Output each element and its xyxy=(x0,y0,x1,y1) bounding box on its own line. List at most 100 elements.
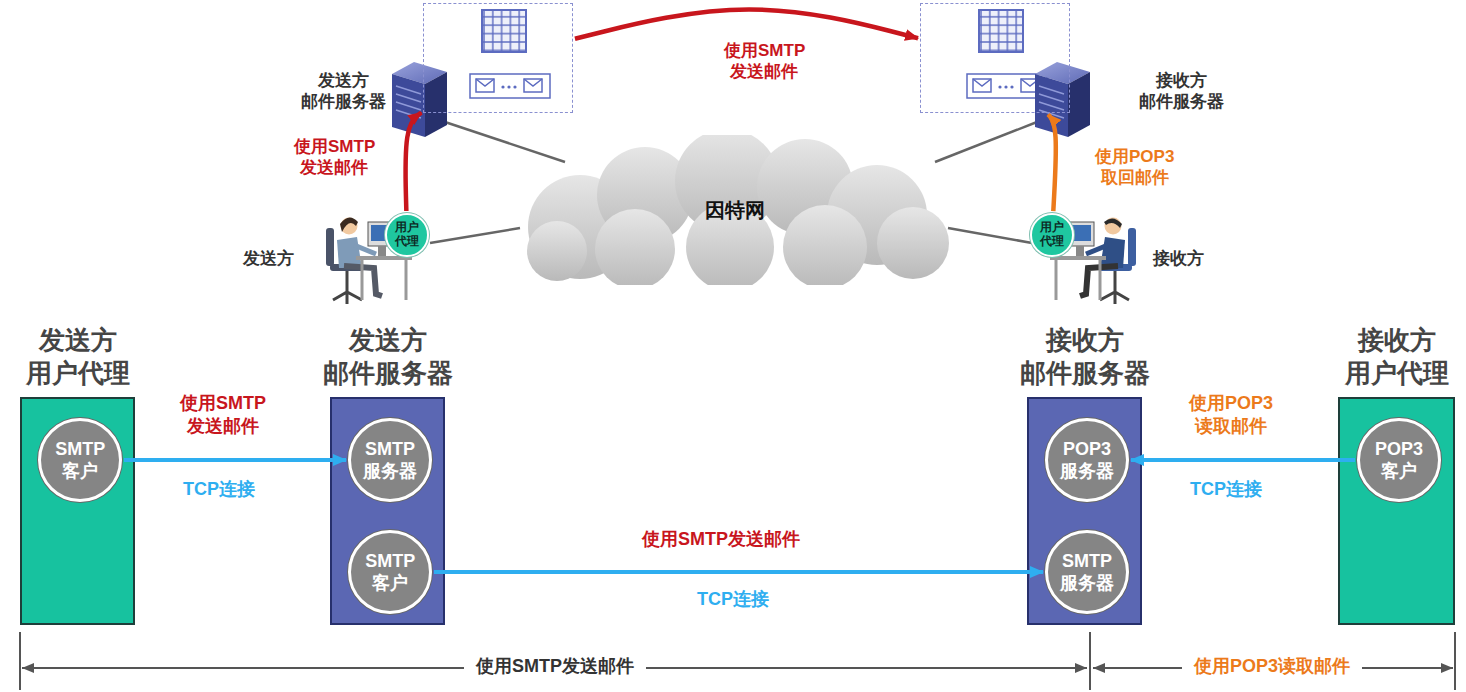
client-circle: SMTP 服务器 xyxy=(1045,530,1129,614)
dot xyxy=(1010,85,1013,88)
label-holder: TCP连接 xyxy=(1190,478,1262,501)
network-line xyxy=(948,228,1032,243)
edge-label-holder: 使用POP3 取回邮件 xyxy=(1093,146,1176,189)
connection-label: TCP连接 xyxy=(1190,478,1262,501)
internet-cloud: 因特网 xyxy=(505,135,965,285)
node-text: POP3 客户 xyxy=(1375,438,1423,483)
text-holder: 用户 代理 xyxy=(395,221,419,249)
cloud-blobs xyxy=(527,135,949,285)
text-holder: SMTP 服务器 xyxy=(1060,550,1114,595)
bracket-tick xyxy=(1089,632,1091,690)
chair-back xyxy=(326,228,334,266)
cloud-blob xyxy=(783,205,867,285)
server-circle: POP3 服务器 xyxy=(1045,418,1129,502)
label-holder: 使用SMTP发送邮件 xyxy=(464,655,646,678)
torso xyxy=(337,237,362,268)
mail-queue xyxy=(470,74,550,98)
text-holder: 因特网 xyxy=(705,198,765,223)
text-holder: SMTP 客户 xyxy=(365,550,415,595)
bracket-tick xyxy=(1454,632,1456,690)
box-heading: 接收方 邮件服务器 xyxy=(1139,70,1224,113)
dot xyxy=(998,85,1001,88)
box-heading: 接收方 用户代理 xyxy=(1345,324,1449,389)
dot xyxy=(1004,85,1007,88)
text-holder: POP3 服务器 xyxy=(1060,438,1114,483)
connector-arrow xyxy=(1131,458,1355,462)
server-front xyxy=(1035,74,1068,137)
mailbox-grid xyxy=(482,10,526,52)
node-text: 用户 代理 xyxy=(395,221,419,249)
label-holder: TCP连接 xyxy=(697,588,769,611)
node-text: 因特网 xyxy=(705,198,765,223)
connection-label: TCP连接 xyxy=(697,588,769,611)
server-icon xyxy=(392,62,447,137)
envelope-icon xyxy=(973,79,991,92)
desk-legs xyxy=(362,260,406,300)
text-holder: 发送方 邮件服务器 xyxy=(301,70,386,113)
server-side xyxy=(425,72,447,137)
mail-server-box: 发送方 邮件服务器SMTP 服务器SMTP 客户 xyxy=(330,397,445,625)
person-label: 接收方 xyxy=(1153,248,1204,269)
server-slots xyxy=(396,86,421,118)
mailbox-icon xyxy=(470,10,550,98)
edge-label: 使用SMTP 发送邮件 xyxy=(722,40,807,83)
person-label: 发送方 xyxy=(243,248,294,269)
node-text: SMTP 服务器 xyxy=(1060,550,1114,595)
client-circle: SMTP 客户 xyxy=(348,530,432,614)
mail-server-box: 接收方 邮件服务器POP3 服务器SMTP 服务器 xyxy=(1027,397,1142,625)
node-text: 用户 代理 xyxy=(1040,221,1064,249)
chair-legs xyxy=(333,271,362,304)
text-holder: 发送方 用户代理 xyxy=(26,324,130,389)
node-text: SMTP 客户 xyxy=(55,438,105,483)
mailbox-region: 发送方 邮件服务器 xyxy=(423,3,573,113)
server-side xyxy=(1068,72,1090,137)
box-heading: 发送方 邮件服务器 xyxy=(301,70,386,113)
user-agent-badge: 用户 代理 xyxy=(385,213,429,257)
desk-legs xyxy=(1056,260,1100,300)
server-front xyxy=(392,74,425,137)
chair-legs xyxy=(1100,271,1129,304)
connector-arrow xyxy=(1048,114,1056,211)
cloud-blob xyxy=(595,209,675,285)
text-holder: 发送方 邮件服务器 xyxy=(323,324,453,389)
span-bracket xyxy=(20,632,1455,690)
connector-arrow xyxy=(406,113,422,211)
network-line xyxy=(935,122,1037,162)
network-line xyxy=(445,122,565,162)
connector-arrow xyxy=(124,458,346,462)
node-text: SMTP 服务器 xyxy=(363,438,417,483)
edge-label-holder: 使用SMTP 发送邮件 xyxy=(722,40,807,83)
dot xyxy=(501,85,504,88)
edge-label: 使用SMTP 发送邮件 xyxy=(178,392,268,437)
user-agent-badge: 用户 代理 xyxy=(1030,213,1074,257)
text-holder: 接收方 用户代理 xyxy=(1345,324,1449,389)
label-holder: 使用POP3读取邮件 xyxy=(1182,655,1362,678)
dot xyxy=(513,85,516,88)
label-holder: TCP连接 xyxy=(183,478,255,501)
network-line xyxy=(430,228,520,243)
node-text: POP3 服务器 xyxy=(1060,438,1114,483)
cloud-blob xyxy=(527,221,587,281)
cloud-blob xyxy=(877,207,949,279)
box-heading: 发送方 邮件服务器 xyxy=(323,324,453,389)
mailbox-grid xyxy=(979,10,1023,52)
text-holder: SMTP 客户 xyxy=(55,438,105,483)
text-holder: SMTP 服务器 xyxy=(363,438,417,483)
span-label: 使用POP3读取邮件 xyxy=(1182,655,1362,678)
envelope-icon xyxy=(973,79,991,86)
edge-label: 使用POP3 读取邮件 xyxy=(1187,392,1275,437)
monitor-stand xyxy=(378,246,386,256)
dot xyxy=(507,85,510,88)
connector-arrow xyxy=(575,9,918,38)
connection-label: TCP连接 xyxy=(183,478,255,501)
user-agent-box: 接收方 用户代理POP3 客户 xyxy=(1338,397,1455,625)
text-holder: 接收方 邮件服务器 xyxy=(1020,324,1150,389)
edge-label: 使用POP3 取回邮件 xyxy=(1093,146,1176,189)
hair xyxy=(1104,218,1122,228)
text-holder: 接收方 邮件服务器 xyxy=(1139,70,1224,113)
torso xyxy=(1100,237,1125,268)
box-heading: 发送方 用户代理 xyxy=(26,324,130,389)
edge-label-holder: 使用SMTP 发送邮件 xyxy=(292,136,377,179)
